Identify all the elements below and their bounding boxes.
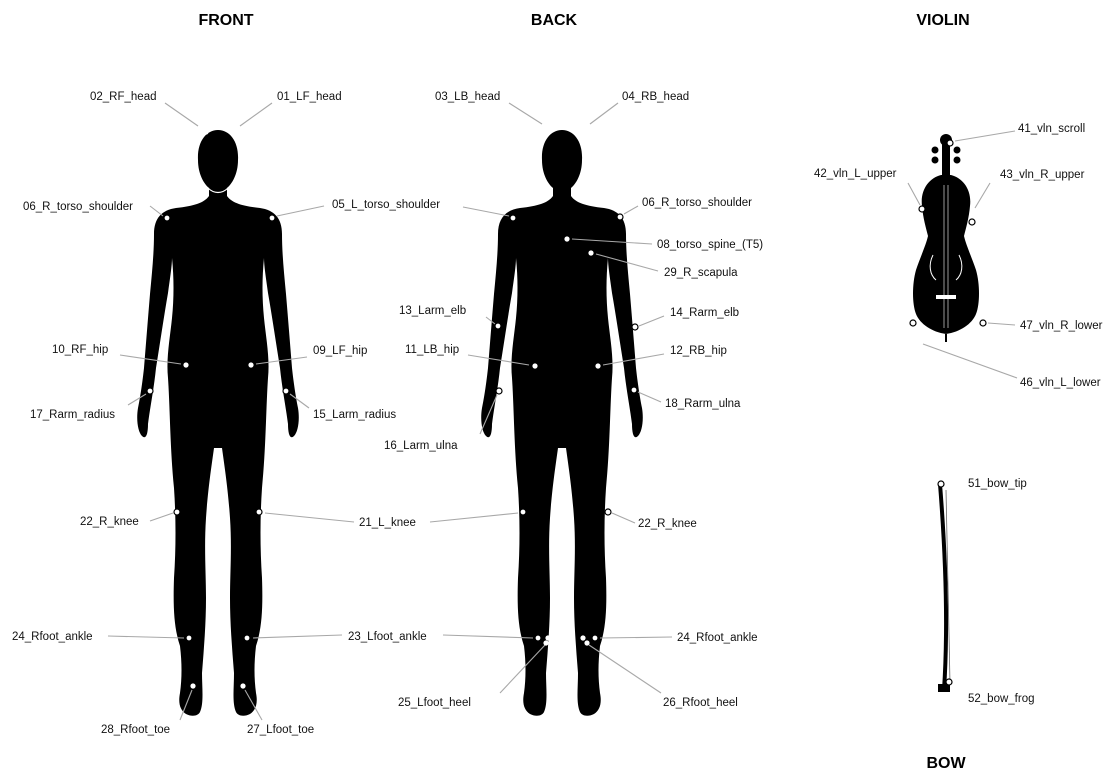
label-front-r-torso-shoulder: 06_R_torso_shoulder bbox=[23, 201, 133, 213]
label-bow-frog: 52_bow_frog bbox=[968, 693, 1035, 705]
label-back-rb-head: 04_RB_head bbox=[622, 91, 689, 103]
label-back-rarm-ulna: 18_Rarm_ulna bbox=[665, 398, 741, 410]
marker-dot bbox=[228, 129, 233, 134]
marker-dot bbox=[535, 635, 541, 641]
marker-dot bbox=[203, 129, 208, 134]
marker-dot bbox=[283, 388, 289, 394]
marker-dot bbox=[164, 215, 170, 221]
shared-markers: 21_L_knee 23_Lfoot_ankle bbox=[253, 513, 533, 643]
label-front-rarm-radius: 17_Rarm_radius bbox=[30, 409, 115, 421]
label-back-larm-ulna: 16_Larm_ulna bbox=[384, 440, 458, 452]
marker-dot bbox=[595, 363, 600, 368]
label-front-larm-radius: 15_Larm_radius bbox=[313, 409, 396, 421]
marker-dot bbox=[631, 387, 637, 393]
marker-dot bbox=[947, 140, 953, 146]
label-vln-r-lower: 47_vln_R_lower bbox=[1020, 320, 1103, 332]
marker-dot bbox=[910, 320, 916, 326]
front-title: FRONT bbox=[198, 12, 253, 29]
marker-dot bbox=[545, 635, 550, 640]
label-vln-l-upper: 42_vln_L_upper bbox=[814, 168, 897, 180]
marker-dot bbox=[592, 635, 598, 641]
marker-dot bbox=[269, 215, 275, 221]
marker-dot bbox=[520, 509, 526, 515]
violin-title: VIOLIN bbox=[916, 12, 969, 29]
marker-dot bbox=[617, 214, 623, 220]
label-back-larm-elb: 13_Larm_elb bbox=[399, 305, 466, 317]
marker-dot bbox=[584, 640, 589, 645]
marker-dot bbox=[969, 219, 975, 225]
label-back-torso-spine: 08_torso_spine_(T5) bbox=[657, 239, 763, 251]
marker-dot bbox=[588, 250, 593, 255]
label-back-lb-hip: 11_LB_hip bbox=[405, 344, 459, 356]
label-back-r-knee: 22_R_knee bbox=[638, 518, 697, 530]
back-title: BACK bbox=[531, 12, 578, 29]
label-back-rfoot-ankle: 24_Rfoot_ankle bbox=[677, 632, 758, 644]
marker-dot bbox=[564, 236, 569, 241]
label-front-lf-head: 01_LF_head bbox=[277, 91, 342, 103]
label-front-l-torso-shoulder: 05_L_torso_shoulder bbox=[332, 199, 440, 211]
marker-dot bbox=[174, 509, 180, 515]
marker-dot bbox=[919, 206, 925, 212]
bow-title: BOW bbox=[926, 755, 966, 772]
label-front-lf-hip: 09_LF_hip bbox=[313, 345, 367, 357]
marker-dot bbox=[256, 509, 262, 515]
label-back-rfoot-heel: 26_Rfoot_heel bbox=[663, 697, 738, 709]
label-front-rfoot-toe: 28_Rfoot_toe bbox=[101, 724, 170, 736]
marker-dot bbox=[183, 362, 188, 367]
label-back-r-torso-shoulder: 06_R_torso_shoulder bbox=[642, 197, 752, 209]
label-front-rf-hip: 10_RF_hip bbox=[52, 344, 108, 356]
label-front-lfoot-toe: 27_Lfoot_toe bbox=[247, 724, 314, 736]
marker-dot bbox=[510, 215, 516, 221]
label-back-rb-hip: 12_RB_hip bbox=[670, 345, 727, 357]
marker-dot bbox=[190, 683, 195, 688]
label-vln-r-upper: 43_vln_R_upper bbox=[1000, 169, 1085, 181]
marker-dot bbox=[980, 320, 986, 326]
label-front-rfoot-ankle: 24_Rfoot_ankle bbox=[12, 631, 93, 643]
marker-dot bbox=[532, 363, 537, 368]
marker-dot bbox=[147, 388, 153, 394]
marker-dot bbox=[240, 683, 245, 688]
marker-dot bbox=[543, 640, 548, 645]
label-back-lfoot-heel: 25_Lfoot_heel bbox=[398, 697, 471, 709]
label-front-l-knee: 21_L_knee bbox=[359, 517, 416, 529]
marker-dot bbox=[186, 635, 192, 641]
marker-dot bbox=[244, 635, 250, 641]
marker-dot bbox=[632, 324, 638, 330]
marker-dot bbox=[946, 679, 952, 685]
label-front-rf-head: 02_RF_head bbox=[90, 91, 157, 103]
label-back-rarm-elb: 14_Rarm_elb bbox=[670, 307, 739, 319]
label-vln-l-lower: 46_vln_L_lower bbox=[1020, 377, 1101, 389]
marker-dot bbox=[546, 127, 551, 132]
label-back-r-scapula: 29_R_scapula bbox=[664, 267, 738, 279]
marker-dot bbox=[580, 635, 585, 640]
label-bow-tip: 51_bow_tip bbox=[968, 478, 1027, 490]
label-front-r-knee: 22_R_knee bbox=[80, 516, 139, 528]
bow-shape bbox=[938, 484, 950, 692]
marker-dot bbox=[938, 481, 944, 487]
marker-dot bbox=[496, 388, 502, 394]
label-back-lb-head: 03_LB_head bbox=[435, 91, 500, 103]
marker-dot bbox=[248, 362, 253, 367]
marker-dot bbox=[605, 509, 611, 515]
label-front-lfoot-ankle: 23_Lfoot_ankle bbox=[348, 631, 427, 643]
label-vln-scroll: 41_vln_scroll bbox=[1018, 123, 1085, 135]
violin-shape bbox=[913, 134, 979, 342]
bow-markers: 51_bow_tip 52_bow_frog bbox=[938, 478, 1035, 705]
marker-dot bbox=[495, 323, 501, 329]
marker-dot bbox=[582, 127, 587, 132]
